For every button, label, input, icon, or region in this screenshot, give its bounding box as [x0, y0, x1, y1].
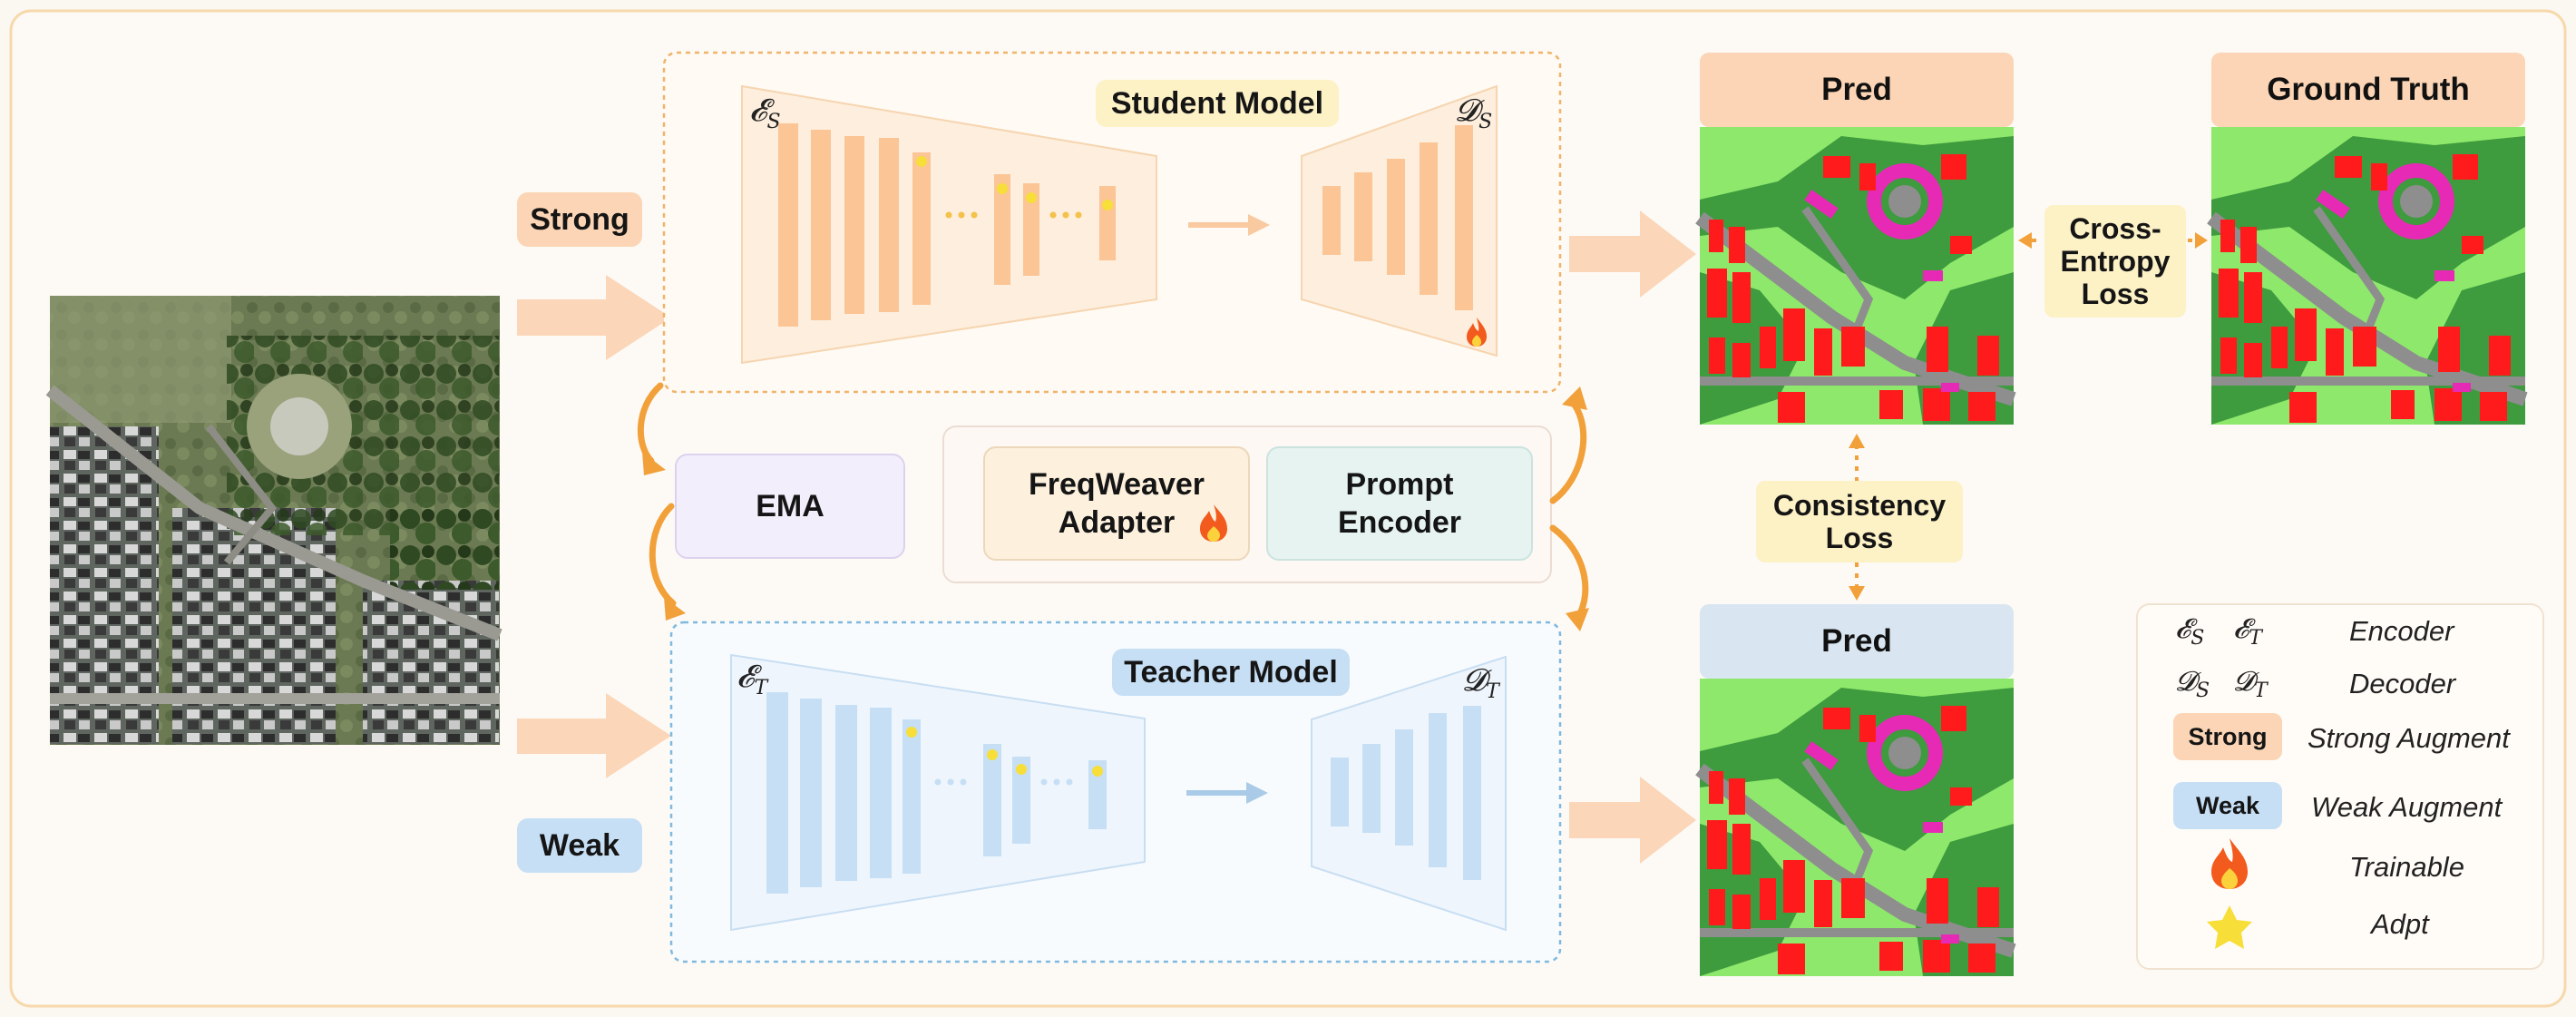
student-encoder-layers	[778, 123, 1116, 327]
teacher-encoder-trapezoid	[730, 653, 1146, 932]
pred-top-segmap	[1695, 127, 2016, 425]
adpt-star-markers-student	[916, 156, 1113, 210]
student-output-arrow	[1569, 210, 1696, 298]
student-internal-arrow	[1188, 214, 1270, 236]
teacher-output-arrow	[1569, 777, 1696, 864]
legend-fire-icon	[2211, 838, 2248, 889]
ema-arrowheads	[642, 386, 1589, 631]
teacher-internal-arrow	[1186, 782, 1268, 804]
ground-truth-header-bg	[2211, 53, 2525, 127]
ground-truth-segmap	[2211, 127, 2525, 425]
fire-icon	[1467, 318, 1487, 347]
pred-bottom-segmap	[1700, 679, 2014, 976]
teacher-decoder-layers	[1331, 706, 1481, 880]
adpt-star-markers-teacher	[906, 727, 1103, 777]
weak-input-arrow	[517, 693, 671, 778]
input-aerial-image	[45, 296, 503, 745]
legend-box	[2136, 603, 2544, 970]
student-dots	[945, 211, 1082, 219]
strong-input-arrow	[517, 275, 671, 360]
module-container	[942, 425, 1552, 583]
loss-dotted-lines	[1855, 239, 2195, 590]
student-decoder-layers	[1322, 125, 1473, 310]
pred-bottom-header-bg	[1700, 604, 2014, 679]
teacher-encoder-layers	[766, 692, 1107, 894]
pred-top-header-bg	[1700, 53, 2014, 127]
ema-curved-arrows	[637, 382, 1589, 621]
teacher-dots	[934, 778, 1073, 786]
legend-star-icon	[2207, 905, 2252, 949]
loss-arrowheads	[1849, 232, 2208, 601]
